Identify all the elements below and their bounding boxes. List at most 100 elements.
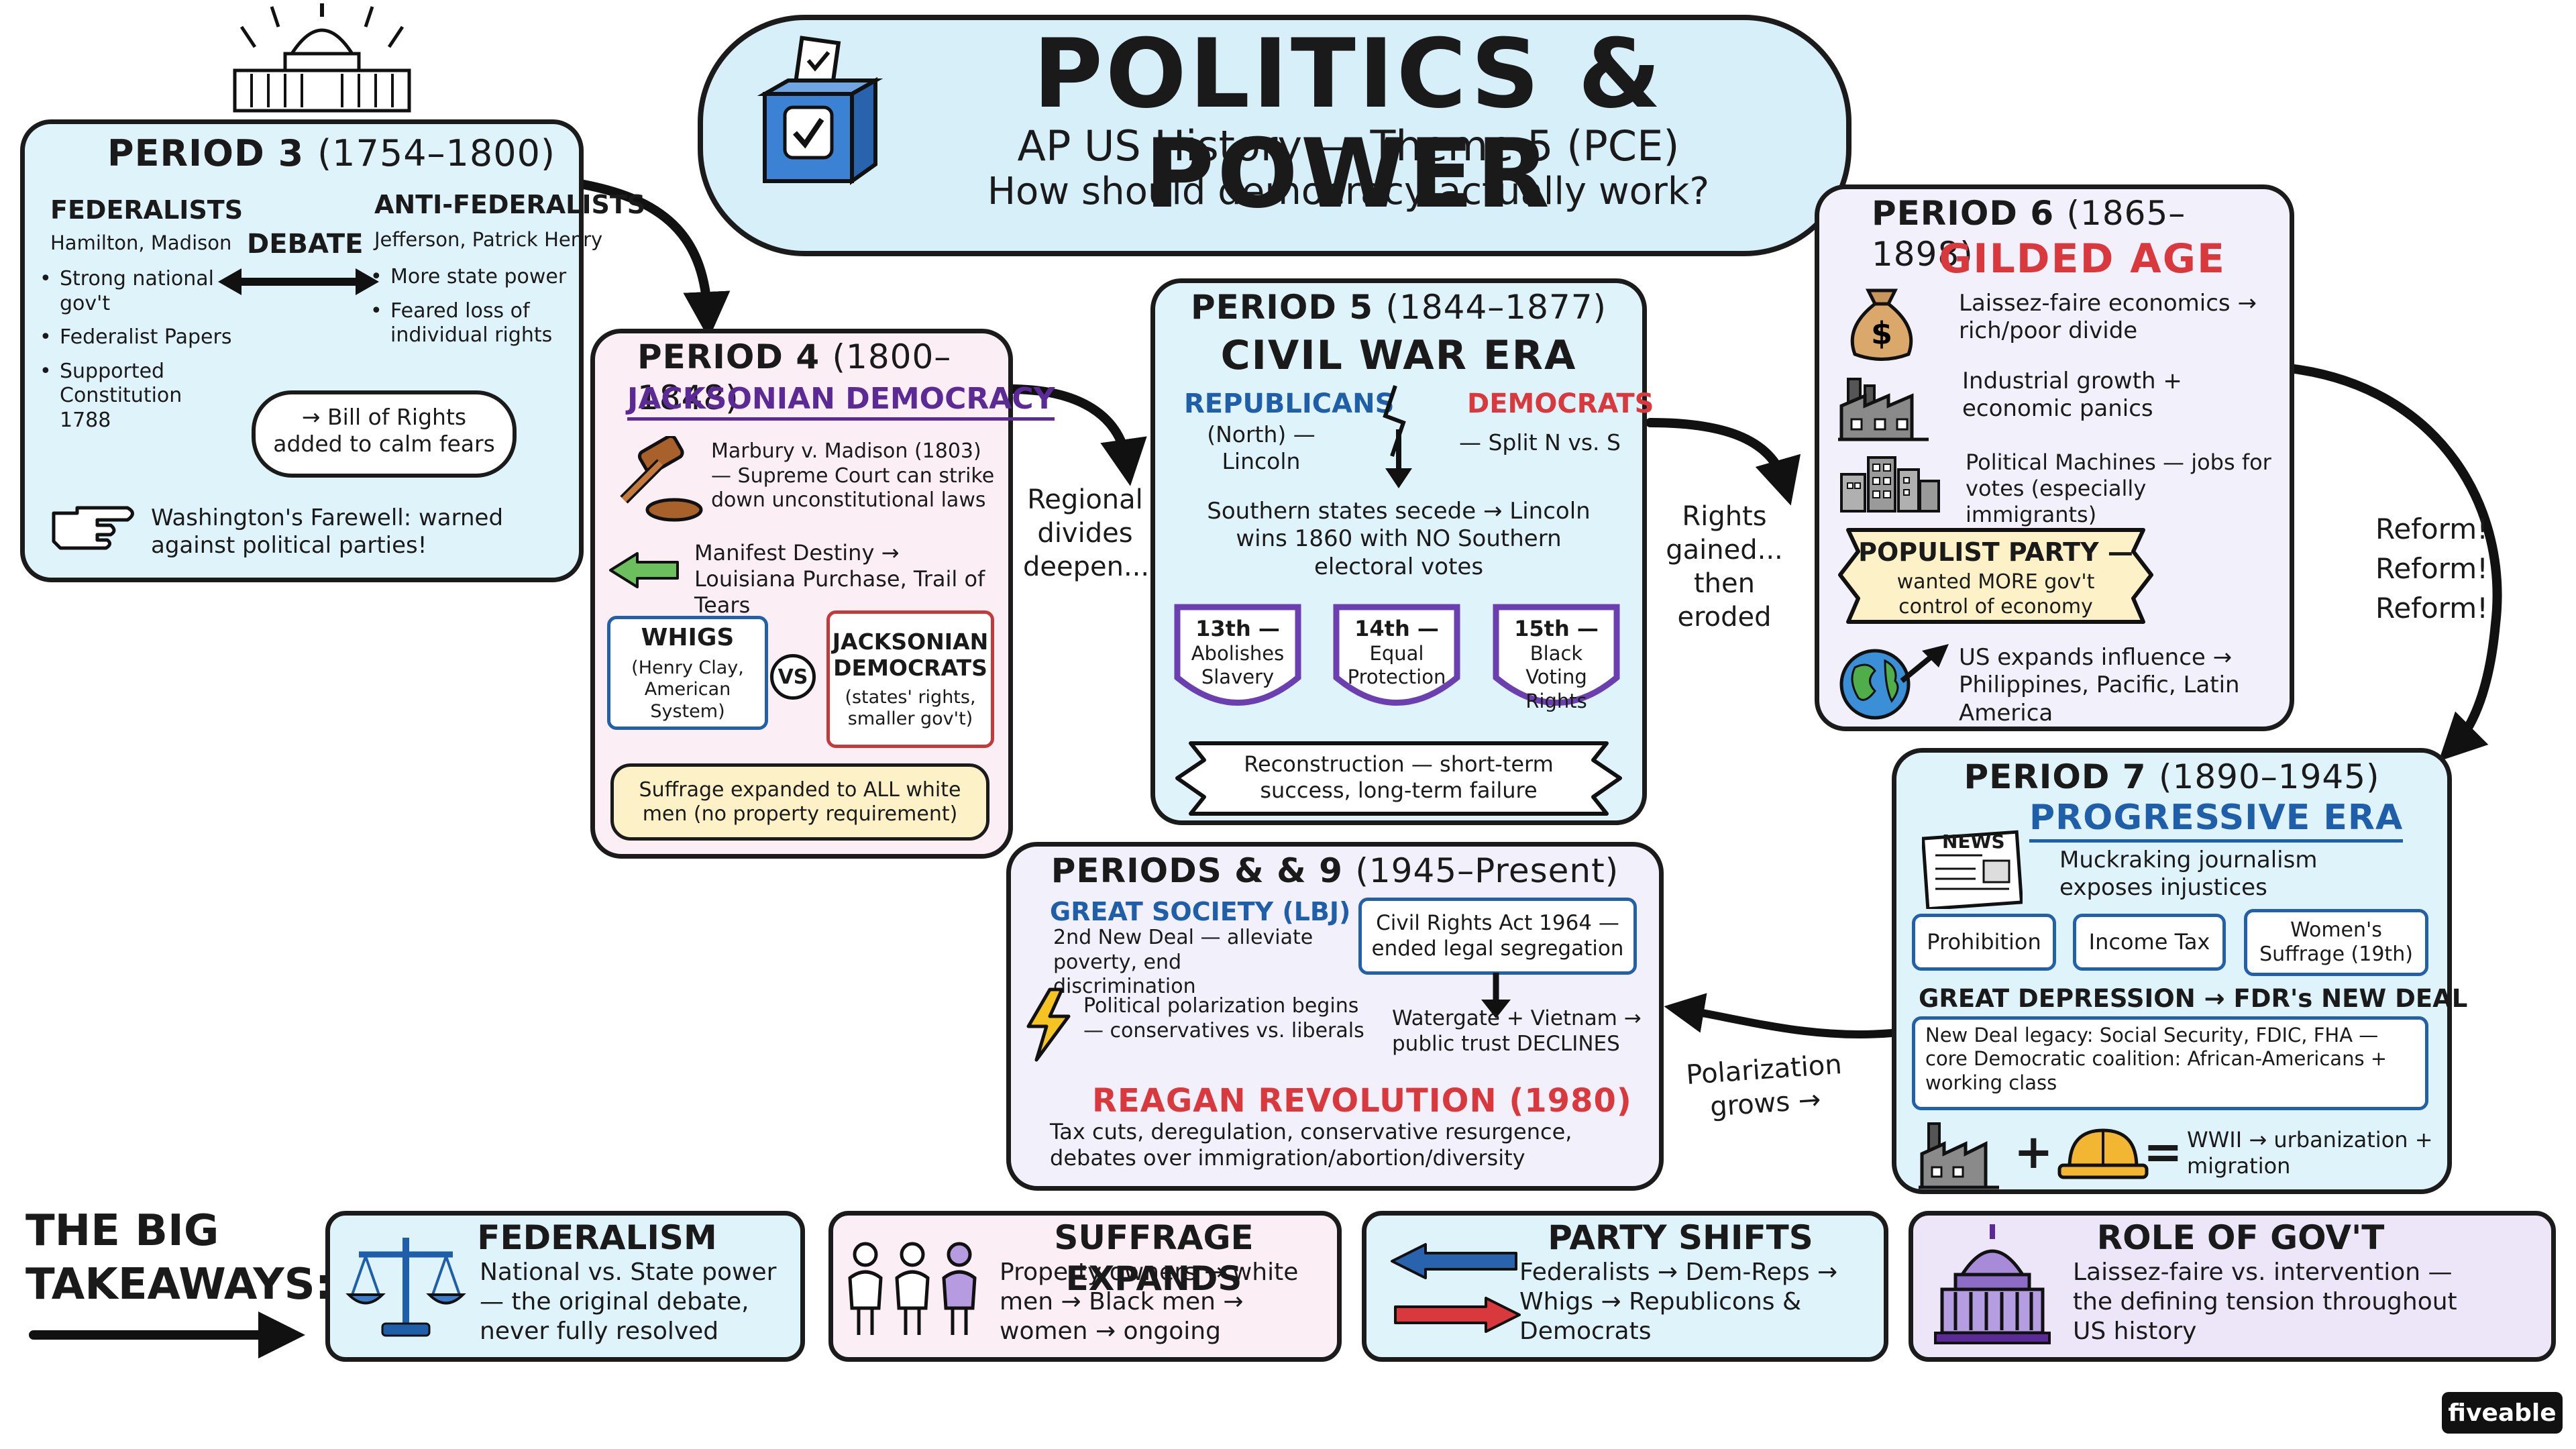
page-title: POLITICS & POWER — [1032, 19, 1664, 230]
gilded-item-laissez: Laissez-faire economics → rich/poor divi… — [1959, 290, 2257, 345]
federalists-point: Supported Constitution 1788 — [37, 360, 238, 433]
takeaway-role-of-govt-text: Laissez-faire vs. intervention — the def… — [2073, 1258, 2457, 1345]
big-takeaways-label: THE BIG TAKEAWAYS: — [25, 1206, 333, 1309]
jacksonian-democrats-box: JACKSONIAN DEMOCRATS (states' rights, sm… — [826, 610, 994, 748]
vs-badge: VS — [770, 654, 816, 700]
period-6-years: (1865–1898) — [1872, 194, 2186, 274]
period-5-label: PERIOD 5 — [1190, 288, 1374, 327]
takeaway-party-shifts-title: PARTY SHIFTS — [1548, 1218, 1813, 1257]
populist-title: POPULIST PARTY — — [1858, 537, 2133, 567]
amendment-shields — [1174, 604, 1620, 706]
takeaway-role-of-govt-title: ROLE OF GOV'T — [2096, 1218, 2385, 1257]
arrow-p5-to-p6 — [1646, 418, 1801, 506]
swap-arrows-icon — [1391, 1243, 1521, 1333]
great-society-title: GREAT SOCIETY (LBJ) — [1050, 897, 1351, 926]
republicans-title: REPUBLICANS — [1184, 388, 1395, 419]
amendment-15th-num: 15th — — [1514, 616, 1599, 641]
federalists-point: Strong national gov't — [37, 267, 238, 316]
income-tax-label: Income Tax — [2088, 929, 2210, 955]
income-tax-box: Income Tax — [2073, 914, 2226, 971]
ballot-box-icon — [757, 36, 883, 185]
periods-8-9-label: PERIODS & & 9 — [1051, 851, 1343, 890]
gavel-icon — [620, 436, 703, 522]
arrow-p6-to-p7 — [2290, 364, 2502, 761]
equals-sign: = — [2143, 1124, 2183, 1179]
southern-secede-text: Southern states secede → Lincoln wins 18… — [1207, 498, 1591, 580]
reconstruction-banner — [1175, 741, 1622, 816]
takeaway-suffrage-title: SUFFRAGE EXPANDS — [1054, 1218, 1254, 1298]
amendment-15th-text: Black Voting Rights — [1525, 642, 1587, 712]
suffrage-expanded-text: Suffrage expanded to ALL white men (no p… — [639, 777, 961, 826]
federalists-point: Federalist Papers — [37, 325, 238, 350]
whigs-text: (Henry Clay, American System) — [631, 657, 744, 722]
populist-text: wanted MORE gov't control of economy — [1896, 570, 2095, 619]
anti-federalists-points: More state power Feared loss of individu… — [368, 265, 576, 358]
amendment-14th-text: Equal Protection — [1347, 642, 1446, 689]
prohibition-label: Prohibition — [1927, 929, 2041, 955]
connector-rights: Rights gained... then eroded — [1666, 501, 1783, 633]
us-expands: US expands influence → Philippines, Paci… — [1959, 644, 2240, 727]
period-7-years: (1890–1945) — [2159, 757, 2380, 796]
populist-banner — [1838, 528, 2153, 624]
period-3-panel — [20, 119, 584, 582]
bill-of-rights-text: → Bill of Rights added to calm fears — [273, 404, 495, 458]
gilded-item-industrial: Industrial growth + economic panics — [1962, 368, 2182, 423]
period-5-years: (1844–1877) — [1385, 288, 1607, 327]
globe-arrow-icon — [1839, 644, 1949, 720]
anti-federalists-point: Feared loss of individual rights — [368, 299, 576, 348]
arrow-p4-to-p5 — [1005, 384, 1147, 486]
marbury-v-madison: Marbury v. Madison (1803) — Supreme Cour… — [711, 439, 995, 513]
takeaway-suffrage-text: Property owners → white men → Black men … — [1000, 1258, 1299, 1345]
civil-rights-act-box: Civil Rights Act 1964 — ended legal segr… — [1358, 898, 1637, 975]
periods-8-9-years: (1945–Present) — [1355, 851, 1619, 890]
jacksonian-democracy-heading: JACKSONIAN DEMOCRACY — [627, 381, 1055, 421]
period-4-label: PERIOD 4 — [637, 337, 820, 376]
periods-8-9-title: PERIODS & & 9 (1945–Present) — [1006, 851, 1664, 892]
money-bag-icon: $ — [1850, 288, 1913, 361]
capitol-dome-icon — [233, 3, 411, 113]
reagan-revolution-heading: REAGAN REVOLUTION (1980) — [1092, 1082, 1632, 1120]
shield-14th — [1333, 604, 1460, 706]
period-4-years: (1800–1848) — [637, 337, 952, 417]
anti-federalists-names: Jefferson, Patrick Henry — [374, 228, 603, 251]
header-cloud — [698, 15, 1851, 256]
amendment-15th: 15th — Black Voting Rights — [1499, 616, 1613, 713]
manifest-destiny: Manifest Destiny → Louisiana Purchase, T… — [694, 540, 985, 619]
plus-sign: + — [2014, 1124, 2053, 1179]
new-deal-legacy-text: New Deal legacy: Social Security, FDIC, … — [1925, 1024, 2387, 1094]
period-7-title: PERIOD 7 (1890–1945) — [1892, 757, 2452, 798]
federalists-title: FEDERALISTS — [50, 195, 244, 225]
left-arrow-icon — [609, 552, 679, 588]
civil-war-era-heading: CIVIL WAR ERA — [1220, 332, 1577, 379]
period-7-label: PERIOD 7 — [1964, 757, 2147, 796]
period-3-years: (1754–1800) — [317, 132, 556, 174]
amendment-14th: 14th — Equal Protection — [1340, 616, 1454, 690]
connector-reform: Reform! Reform! Reform! — [2375, 513, 2488, 625]
shield-13th — [1174, 604, 1301, 706]
factory-small-icon — [1919, 1122, 1999, 1189]
connector-polarization: Polarization grows → — [1684, 1049, 1843, 1123]
polarization-begins-text: Political polarization begins — conserva… — [1083, 994, 1364, 1042]
period-6-label: PERIOD 6 — [1872, 194, 2055, 233]
hard-hat-icon — [2057, 1128, 2149, 1179]
period-3-title: PERIOD 3 (1754–1800) — [107, 131, 577, 176]
jacksonian-democrats-title: JACKSONIAN DEMOCRATS — [832, 628, 989, 682]
svg-text:$: $ — [1871, 315, 1892, 352]
period-6-title: PERIOD 6 (1865–1898) — [1872, 193, 2288, 275]
amendment-13th-text: Abolishes Slavery — [1191, 642, 1285, 689]
vs-label: VS — [777, 665, 808, 689]
capitol-icon — [1934, 1224, 2051, 1344]
great-depression-text: GREAT DEPRESSION → FDR's NEW DEAL — [1919, 984, 2468, 1013]
period-5-panel — [1150, 278, 1647, 825]
whigs-title: WHIGS — [641, 623, 735, 651]
amendment-13th-num: 13th — — [1195, 616, 1280, 641]
progressive-era-heading: PROGRESSIVE ERA — [2029, 797, 2404, 843]
lightning-split-icon — [1383, 385, 1412, 488]
suffrage-expanded-box: Suffrage expanded to ALL white men (no p… — [610, 763, 989, 841]
wwii-text: WWII → urbanization + migration — [2187, 1127, 2433, 1179]
arrow-p3-to-p4 — [579, 180, 731, 339]
federalists-points: Strong national gov't Federalist Papers … — [37, 267, 238, 443]
prohibition-box: Prohibition — [1912, 914, 2056, 971]
democrats-text: — Split N vs. S — [1459, 429, 1621, 455]
civil-rights-act-text: Civil Rights Act 1964 — ended legal segr… — [1371, 911, 1624, 961]
